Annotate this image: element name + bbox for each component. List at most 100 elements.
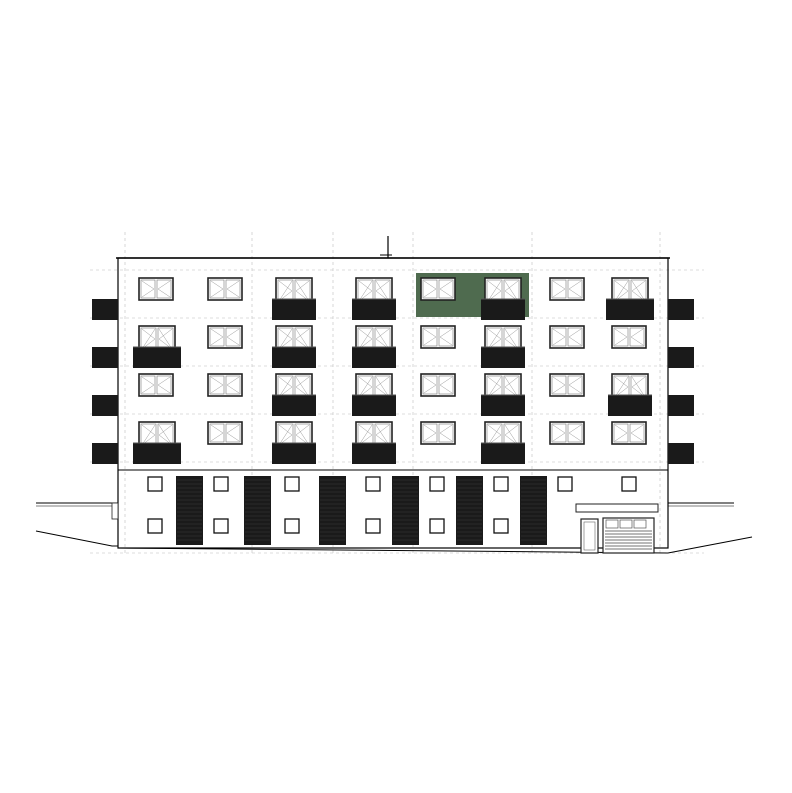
window-pane (438, 279, 454, 299)
window-pane (613, 327, 629, 347)
opening-mark (568, 424, 582, 442)
garage-window (605, 519, 619, 529)
opening-mark (487, 376, 502, 398)
opening-mark (375, 424, 390, 446)
opening-mark (552, 376, 566, 394)
opening-mark (504, 424, 519, 446)
opening-mark (295, 328, 310, 350)
opening-mark (358, 328, 373, 350)
opening-mark (375, 424, 390, 446)
opening-mark (278, 328, 293, 350)
window (420, 277, 456, 301)
window-pane (551, 375, 567, 395)
opening-mark (504, 328, 519, 350)
front-balcony (272, 395, 316, 416)
opening-mark (423, 280, 437, 298)
ground-dark-panel (392, 476, 419, 545)
opening-mark (487, 328, 502, 350)
window (549, 277, 585, 301)
opening-mark (614, 280, 629, 302)
opening-mark (614, 376, 629, 398)
garage-door (602, 517, 655, 554)
side-balcony-left (92, 347, 118, 368)
side-balcony-right (668, 347, 694, 368)
front-balcony (352, 299, 396, 320)
window-pane (438, 423, 454, 443)
opening-mark (375, 280, 390, 302)
window-pane (422, 375, 438, 395)
side-balcony-right (668, 443, 694, 464)
opening-mark (158, 424, 173, 446)
window-pane (140, 279, 156, 299)
window-pane (422, 279, 438, 299)
front-balcony (352, 347, 396, 368)
opening-mark (358, 280, 373, 302)
opening-mark (278, 280, 293, 302)
opening-mark (504, 376, 519, 398)
front-balcony (481, 395, 525, 416)
window-pane (613, 423, 629, 443)
opening-mark (295, 280, 310, 302)
opening-mark (630, 424, 644, 442)
window (275, 325, 313, 353)
window-pane (225, 327, 241, 347)
ground-window-upper (147, 476, 163, 492)
building (92, 236, 694, 554)
opening-mark (157, 376, 171, 394)
window (207, 421, 243, 445)
ground-window-lower (147, 518, 163, 534)
opening-mark (295, 280, 310, 302)
front-balcony (352, 395, 396, 416)
opening-mark (141, 424, 156, 446)
window (275, 373, 313, 401)
window (549, 421, 585, 445)
ground-line (117, 547, 669, 554)
garage-window (633, 519, 647, 529)
opening-mark (439, 280, 453, 298)
window (207, 325, 243, 349)
window-pane (209, 375, 225, 395)
window-pane (551, 279, 567, 299)
window-pane (567, 327, 583, 347)
front-balcony (272, 347, 316, 368)
fence-post (111, 502, 119, 520)
opening-mark (504, 280, 519, 302)
opening-mark (141, 328, 156, 350)
window-pane (156, 375, 172, 395)
window-pane (567, 423, 583, 443)
ground-dark-panel (456, 476, 483, 545)
opening-mark (295, 424, 310, 446)
opening-mark (278, 424, 293, 446)
entrance-door (580, 518, 599, 554)
opening-mark (226, 424, 240, 442)
window-pane (551, 327, 567, 347)
opening-mark (226, 328, 240, 346)
window-pane (551, 423, 567, 443)
opening-mark (504, 376, 519, 398)
opening-mark (423, 328, 437, 346)
window (549, 325, 585, 349)
opening-mark (552, 328, 566, 346)
side-balcony-left (92, 395, 118, 416)
opening-mark (614, 328, 628, 346)
opening-mark (552, 280, 566, 298)
opening-mark (141, 328, 156, 350)
opening-mark (278, 376, 293, 398)
opening-mark (295, 376, 310, 398)
opening-mark (278, 328, 293, 350)
window (611, 325, 647, 349)
opening-mark (141, 280, 155, 298)
opening-mark (226, 376, 240, 394)
opening-mark (375, 376, 390, 398)
ground-window-upper (213, 476, 229, 492)
window-pane (567, 279, 583, 299)
opening-mark (295, 376, 310, 398)
opening-mark (439, 328, 453, 346)
opening-mark (568, 280, 582, 298)
opening-mark (358, 280, 373, 302)
front-balcony (352, 443, 396, 464)
ground-window-upper (284, 476, 300, 492)
window-pane (209, 327, 225, 347)
opening-mark (375, 328, 390, 350)
